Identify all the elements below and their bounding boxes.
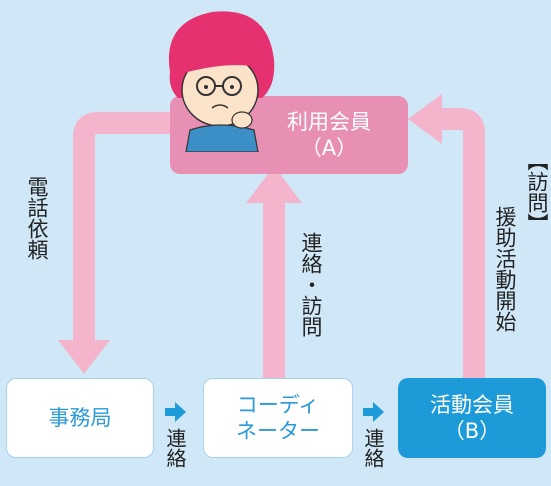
contact-visit-label: 連絡・訪問 — [299, 232, 324, 337]
phone-request-arrowhead — [58, 340, 110, 374]
small-arrow-1 — [165, 402, 186, 422]
member-label: 利用会員 — [287, 109, 371, 134]
activity-member-box: 活動会員 （B） — [398, 378, 546, 458]
contact-visit-arrowhead — [246, 166, 302, 203]
support-start-arrow — [440, 108, 485, 378]
support-start-label: 援助活動開始 — [493, 206, 518, 332]
member-box: 利用会員 （A） — [170, 96, 408, 174]
coordinator-label-line1: コーディ — [236, 392, 320, 417]
small-arrow-2 — [363, 402, 384, 422]
contact-label-2: 連絡 — [361, 428, 385, 468]
member-box-inner: 利用会員 （A） — [287, 109, 371, 162]
activity-member-sublabel: （B） — [443, 419, 501, 443]
contact-label-1: 連絡 — [163, 428, 187, 468]
phone-request-label: 電話依頼 — [25, 176, 50, 260]
contact-visit-arrow — [263, 200, 285, 378]
visit-bracket-label: 【訪問】 — [525, 150, 550, 234]
office-label: 事務局 — [48, 405, 112, 430]
activity-member-label: 活動会員 — [430, 392, 514, 417]
coordinator-box: コーディ ネーター — [203, 378, 353, 458]
coordinator-label-line2: ネーター — [236, 419, 320, 443]
member-illustration — [168, 11, 275, 152]
office-box: 事務局 — [6, 378, 154, 458]
member-sublabel: （A） — [300, 136, 358, 160]
phone-request-arrow — [73, 112, 180, 340]
support-start-arrowhead — [408, 94, 442, 144]
